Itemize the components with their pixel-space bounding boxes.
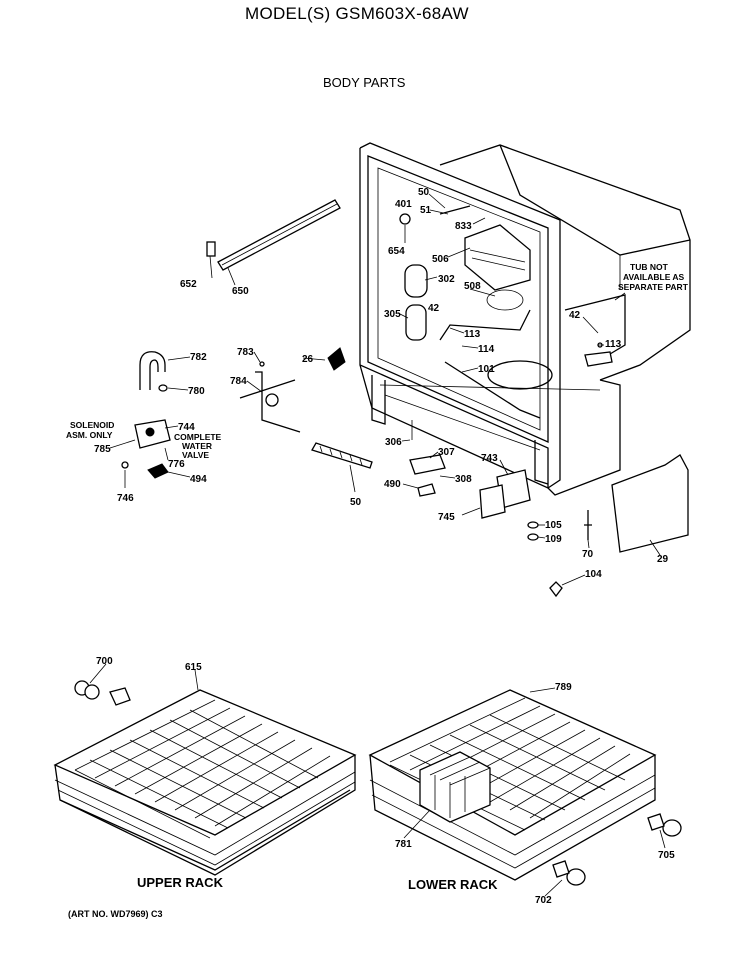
tub-assembly bbox=[359, 142, 691, 496]
label-781: 781 bbox=[395, 839, 412, 850]
label-650: 650 bbox=[232, 286, 249, 297]
art-number: (ART NO. WD7969) C3 bbox=[68, 909, 163, 919]
label-307: 307 bbox=[438, 447, 455, 458]
lower-body-parts bbox=[409, 294, 689, 598]
tub-note-line3: SEPARATE PART bbox=[618, 282, 689, 292]
bracket-652 bbox=[206, 241, 216, 257]
wheel-705 bbox=[662, 819, 682, 837]
label-702: 702 bbox=[535, 895, 552, 906]
solenoid-note-line2: ASM. ONLY bbox=[66, 430, 113, 440]
panel-29 bbox=[611, 454, 689, 553]
model-title: MODEL(S) GSM603X-68AW bbox=[245, 4, 469, 23]
label-305: 305 bbox=[384, 309, 401, 320]
wheel-702 bbox=[566, 868, 586, 886]
label-104: 104 bbox=[585, 569, 602, 580]
solenoid-note-line1: SOLENOID bbox=[70, 420, 114, 430]
panel-745 bbox=[479, 484, 506, 519]
label-51: 51 bbox=[420, 205, 432, 216]
label-113b: 113 bbox=[605, 339, 622, 350]
upper-rack bbox=[53, 680, 357, 876]
label-490: 490 bbox=[384, 479, 401, 490]
harness-784 bbox=[239, 371, 301, 433]
label-26: 26 bbox=[302, 354, 314, 365]
label-783: 783 bbox=[237, 347, 254, 358]
section-subtitle: BODY PARTS bbox=[323, 75, 406, 90]
label-401: 401 bbox=[395, 199, 412, 210]
label-42a: 42 bbox=[428, 303, 440, 314]
label-302: 302 bbox=[438, 274, 455, 285]
label-101: 101 bbox=[478, 364, 495, 375]
valve-note-line1: COMPLETE bbox=[174, 432, 222, 442]
label-70: 70 bbox=[582, 549, 594, 560]
label-113a: 113 bbox=[464, 329, 481, 340]
label-306: 306 bbox=[385, 437, 402, 448]
valve-note-line3: VALVE bbox=[182, 450, 209, 460]
spring-50 bbox=[311, 442, 373, 469]
label-508: 508 bbox=[464, 281, 481, 292]
label-50-top: 50 bbox=[418, 187, 430, 198]
leader-lines bbox=[89, 193, 666, 897]
label-506: 506 bbox=[432, 254, 449, 265]
hose-782 bbox=[139, 351, 166, 390]
label-776: 776 bbox=[168, 459, 185, 470]
part-26 bbox=[327, 347, 346, 371]
label-785: 785 bbox=[94, 444, 111, 455]
silverware-basket-781 bbox=[419, 751, 491, 823]
control-module bbox=[464, 224, 531, 291]
label-784: 784 bbox=[230, 376, 247, 387]
tub-note-line1: TUB NOT bbox=[630, 262, 669, 272]
label-652: 652 bbox=[180, 279, 197, 290]
valve-note-line2: WATER bbox=[182, 441, 212, 451]
tub-note-line2: AVAILABLE AS bbox=[623, 272, 685, 282]
notes: TUB NOT AVAILABLE AS SEPARATE PART SOLEN… bbox=[66, 262, 689, 460]
label-615: 615 bbox=[185, 662, 202, 673]
label-494: 494 bbox=[190, 474, 207, 485]
pump-motor bbox=[404, 264, 428, 298]
label-29: 29 bbox=[657, 554, 669, 565]
label-114: 114 bbox=[478, 344, 495, 355]
clamp-780 bbox=[158, 384, 168, 392]
lower-rack bbox=[368, 689, 682, 886]
rail-650 bbox=[217, 199, 341, 271]
label-705: 705 bbox=[658, 850, 675, 861]
label-833: 833 bbox=[455, 221, 472, 232]
label-780: 780 bbox=[188, 386, 205, 397]
label-745: 745 bbox=[438, 512, 455, 523]
part-labels: 50 401 51 833 654 506 302 508 42 305 113… bbox=[94, 187, 675, 906]
label-782: 782 bbox=[190, 352, 207, 363]
label-654: 654 bbox=[388, 246, 405, 257]
label-743: 743 bbox=[481, 453, 498, 464]
label-744: 744 bbox=[178, 422, 195, 433]
screw-104 bbox=[549, 581, 563, 598]
label-109: 109 bbox=[545, 534, 562, 545]
lower-rack-caption: LOWER RACK bbox=[408, 877, 498, 892]
label-789: 789 bbox=[555, 682, 572, 693]
label-700: 700 bbox=[96, 656, 113, 667]
label-50-bottom: 50 bbox=[350, 497, 362, 508]
upper-rack-caption: UPPER RACK bbox=[137, 875, 224, 890]
label-746: 746 bbox=[117, 493, 134, 504]
label-105: 105 bbox=[545, 520, 562, 531]
door-gasket-parts bbox=[121, 199, 373, 479]
bracket-307 bbox=[409, 454, 446, 475]
label-308: 308 bbox=[455, 474, 472, 485]
label-42b: 42 bbox=[569, 310, 581, 321]
fitting-494 bbox=[147, 463, 169, 479]
